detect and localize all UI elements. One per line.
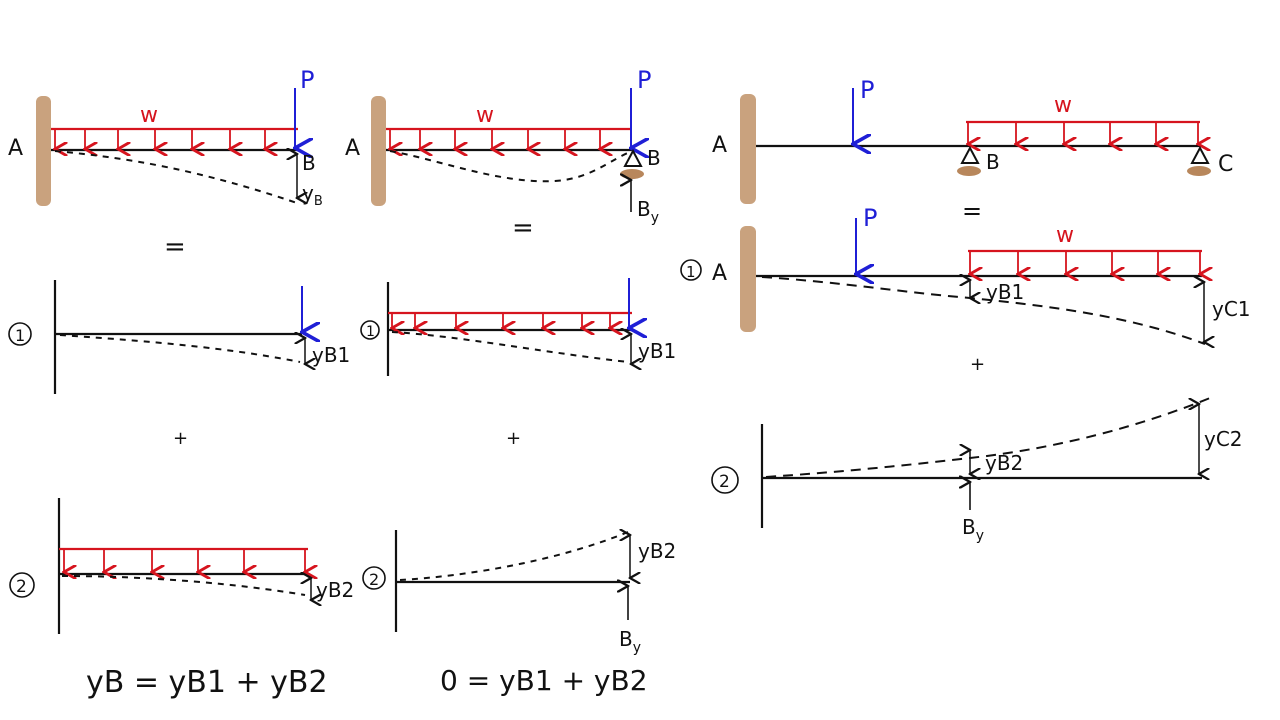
label-c: C <box>1218 152 1233 177</box>
label-yb1: yB1 <box>986 280 1024 304</box>
deflected-shape <box>59 334 301 363</box>
equals-sign: = <box>164 232 186 262</box>
equation-middle: 0 = yB1 + yB2 <box>440 664 648 697</box>
fixed-wall-icon <box>371 96 386 206</box>
case-1-label: 1 <box>366 324 375 340</box>
panel-cantilever-original: A w P B yB = <box>8 66 323 262</box>
label-by: By <box>962 515 984 544</box>
label-w: w <box>1056 223 1074 248</box>
deflected-shape <box>399 531 629 581</box>
distributed-load-w <box>968 249 1202 274</box>
distributed-load-w <box>51 127 298 149</box>
label-w: w <box>1054 93 1072 118</box>
label-yb2: yB2 <box>985 451 1023 475</box>
panel-2-case-1: 1 yB1 + <box>360 278 676 449</box>
equals-sign: = <box>962 197 982 225</box>
case-2-circle <box>362 566 386 590</box>
plus-sign: + <box>173 428 188 449</box>
roller-support-icon <box>960 145 980 164</box>
label-p: P <box>860 76 874 104</box>
deflected-shape <box>61 575 306 596</box>
case-2-label: 2 <box>719 472 730 492</box>
label-by: By <box>619 627 641 656</box>
label-yb1: yB1 <box>312 343 350 367</box>
roller-support-icon <box>1190 145 1210 164</box>
label-b: B <box>986 150 1000 174</box>
case-1-label: 1 <box>15 326 25 345</box>
panel-3-case-2: 2 yB2 yC2 By <box>711 397 1243 544</box>
label-yb2: yB2 <box>316 578 354 602</box>
label-p: P <box>637 66 651 94</box>
case-1-circle <box>8 322 32 346</box>
distributed-load-w <box>59 547 308 572</box>
support-pad <box>1187 166 1211 176</box>
case-2-circle <box>711 466 739 494</box>
panel-2-case-2: 2 yB2 By 0 = yB1 + yB2 <box>362 530 676 697</box>
case-2-circle <box>9 572 35 598</box>
fixed-wall-icon <box>36 96 51 206</box>
label-p: P <box>863 204 877 232</box>
label-p: P <box>300 66 314 94</box>
case-2-label: 2 <box>16 577 27 597</box>
plus-sign: + <box>506 428 521 449</box>
equation-left: yB = yB1 + yB2 <box>86 665 328 700</box>
fixed-wall-icon <box>740 226 756 332</box>
deflected-shape <box>761 276 1206 345</box>
deflected-shape <box>391 331 629 363</box>
label-w: w <box>140 103 158 128</box>
label-b: B <box>302 151 316 175</box>
distributed-load-w <box>388 311 632 328</box>
label-b: B <box>647 146 661 170</box>
pin-support-icon <box>623 148 643 167</box>
case-2-label: 2 <box>369 570 379 589</box>
support-pad <box>957 166 981 176</box>
plus-sign: + <box>970 354 985 375</box>
case-1-circle <box>680 259 702 281</box>
label-a: A <box>8 136 23 161</box>
label-a: A <box>345 136 360 161</box>
label-w: w <box>476 103 494 128</box>
distributed-load-w <box>966 120 1200 144</box>
panel-1-case-1: 1 yB1 + <box>8 280 350 449</box>
equals-sign: = <box>512 213 534 243</box>
distributed-load-w <box>386 127 632 149</box>
label-yb: yB <box>302 181 323 209</box>
label-by: By <box>637 197 659 226</box>
label-a: A <box>712 261 727 286</box>
case-1-label: 1 <box>686 263 696 281</box>
label-yc2: yC2 <box>1204 427 1243 451</box>
label-yb1: yB1 <box>638 339 676 363</box>
panel-1-case-2: 2 yB2 yB = yB1 + yB2 <box>9 498 354 700</box>
support-pad <box>620 169 644 179</box>
panel-propped-original: A w P B By = <box>345 66 661 243</box>
panel-continuous-original: A P w B C = <box>712 76 1233 225</box>
case-1-circle <box>360 320 380 340</box>
fixed-wall-icon <box>740 94 756 204</box>
panel-3-case-1: 1 A P w yB1 yC1 + <box>680 204 1251 375</box>
deflected-shape <box>389 150 631 183</box>
deflected-shape <box>54 150 301 205</box>
label-yc1: yC1 <box>1212 297 1251 321</box>
label-a: A <box>712 133 727 158</box>
label-yb2: yB2 <box>638 539 676 563</box>
